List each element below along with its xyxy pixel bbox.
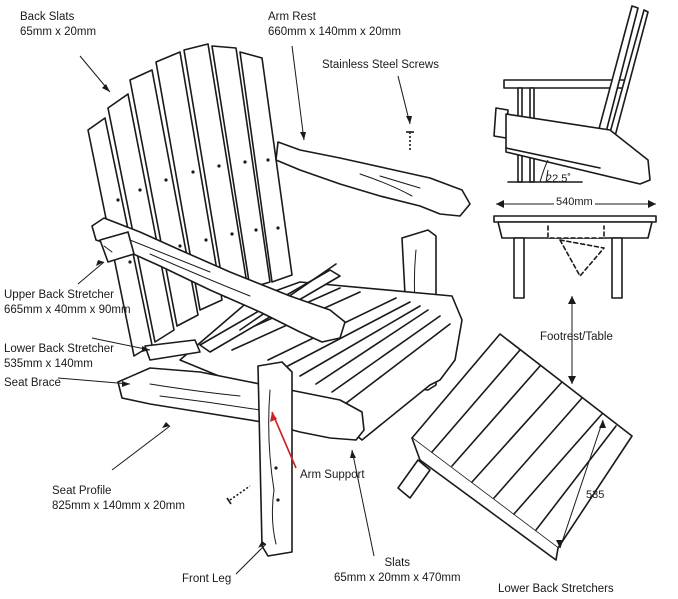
side-view	[493, 5, 651, 185]
dimension-footrest-length: 535	[586, 488, 604, 503]
label-stainless-screws: Stainless Steel Screws	[322, 58, 439, 73]
arm-rest-left	[91, 217, 346, 343]
arm-support-arrow	[270, 411, 297, 469]
label-seat-profile-dim: 825mm x 140mm x 20mm	[52, 500, 185, 512]
label-lower-back-stretcher: Lower Back Stretcher 535mm x 140mm	[4, 342, 114, 372]
dimension-width: 540mm	[554, 195, 595, 210]
label-arm-rest-dim: 660mm x 140mm x 20mm	[268, 26, 401, 38]
label-front-leg-name: Front Leg	[182, 573, 232, 585]
label-slats: Slats 65mm x 20mm x 470mm	[334, 556, 461, 586]
lower-back-stretcher	[144, 339, 201, 361]
label-back-slats-dim: 65mm x 20mm	[20, 26, 97, 38]
label-arm-support: Arm Support	[300, 468, 365, 483]
label-seat-brace: Seat Brace	[4, 376, 61, 391]
label-arm-rest-name: Arm Rest	[268, 11, 316, 23]
dimension-width-value: 540mm	[556, 196, 593, 208]
label-lower-back-stretchers: Lower Back Stretchers	[498, 582, 614, 597]
label-seat-profile-name: Seat Profile	[52, 485, 112, 497]
label-upper-back-stretcher: Upper Back Stretcher 665mm x 40mm x 90mm	[4, 288, 131, 318]
label-upper-back-stretcher-dim: 665mm x 40mm x 90mm	[4, 304, 131, 316]
label-slats-dim: 65mm x 20mm x 470mm	[334, 572, 461, 584]
label-footrest-table: Footrest/Table	[540, 330, 613, 345]
back-slats	[87, 43, 293, 357]
screw-icon	[226, 131, 414, 505]
label-back-slats: Back Slats 65mm x 20mm	[20, 10, 96, 40]
label-arm-rest: Arm Rest 660mm x 140mm x 20mm	[268, 10, 401, 40]
label-upper-back-stretcher-name: Upper Back Stretcher	[4, 289, 114, 301]
footrest	[397, 333, 633, 561]
label-stainless-screws-name: Stainless Steel Screws	[322, 59, 439, 71]
label-back-slats-name: Back Slats	[20, 11, 75, 23]
front-leg	[257, 361, 293, 557]
arm-rest-right	[275, 141, 471, 217]
dimension-footrest-length-value: 535	[586, 489, 605, 501]
label-seat-brace-name: Seat Brace	[4, 377, 61, 389]
label-lower-back-stretcher-name: Lower Back Stretcher	[4, 343, 114, 355]
label-seat-profile: Seat Profile 825mm x 140mm x 20mm	[52, 484, 185, 514]
label-arm-support-name: Arm Support	[300, 469, 365, 481]
angle-arc	[539, 159, 549, 183]
table-view	[493, 215, 657, 299]
label-slats-name: Slats	[384, 557, 411, 569]
label-front-leg: Front Leg	[182, 572, 231, 587]
label-footrest-table-name: Footrest/Table	[540, 331, 613, 343]
arrow-heads	[96, 84, 656, 548]
dimension-angle: 22.5˚	[546, 172, 571, 187]
label-lower-back-stretchers-name: Lower Back Stretchers	[498, 583, 614, 595]
label-lower-back-stretcher-dim: 535mm x 140mm	[4, 358, 93, 370]
dimension-angle-value: 22.5˚	[546, 173, 572, 185]
